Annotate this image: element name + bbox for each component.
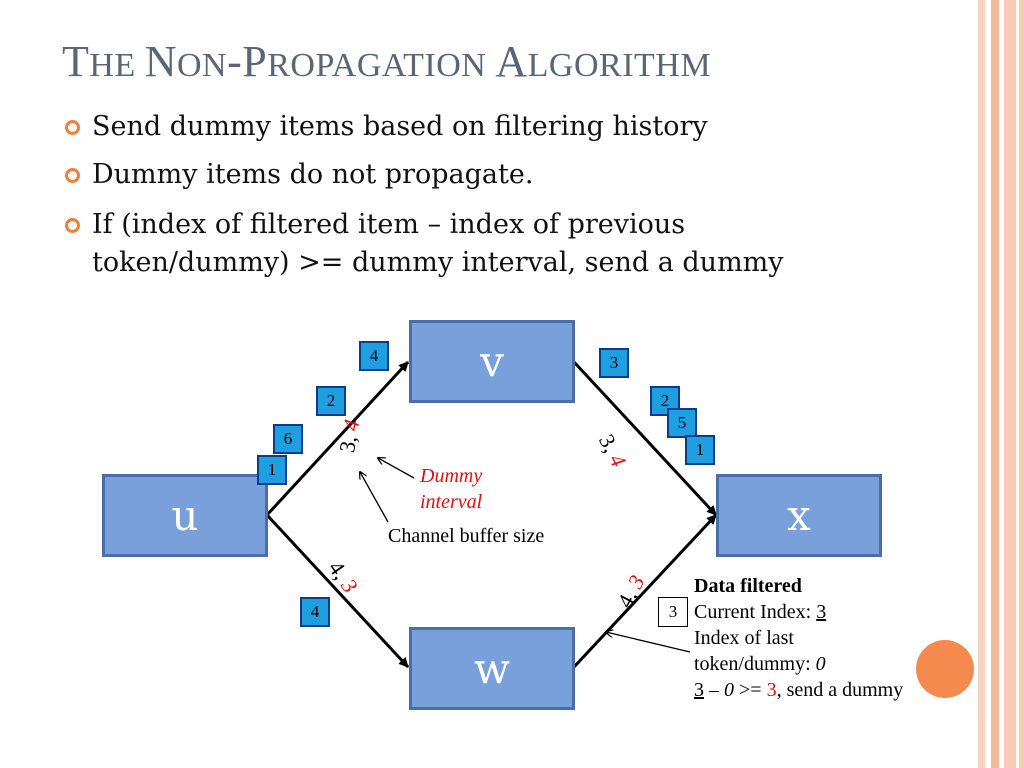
decor-stripe-4 [1016, 0, 1019, 768]
edge-u-v [265, 360, 410, 517]
node-w: w [409, 627, 575, 710]
edge-v-x [572, 360, 718, 517]
token-uv: 1 [257, 455, 287, 485]
token-uw: 4 [300, 597, 330, 627]
channel-buffer-label: Channel buffer size [388, 525, 545, 547]
bullet-circle-icon [65, 168, 80, 183]
edge-w-x [572, 513, 718, 669]
bullet-item: If (index of filtered item – index of pr… [65, 206, 912, 282]
pointer-data-filtered [606, 632, 691, 653]
pointer-channel-buffer [360, 472, 389, 523]
slide-title: THE NON-PROPAGATION ALGORITHM [62, 37, 712, 86]
decor-stripe-2 [991, 0, 999, 768]
edge-u-w [265, 513, 410, 669]
decor-circle [916, 640, 974, 698]
node-v: v [409, 320, 575, 403]
pointer-dummy-interval [378, 458, 415, 479]
token-vx: 3 [599, 348, 629, 378]
token-uv: 6 [273, 424, 303, 454]
token-vx: 5 [667, 408, 697, 438]
data-filtered-note: Data filtered Current Index: 3 Index of … [694, 575, 904, 701]
token-uv: 2 [316, 386, 346, 416]
token-vx: 1 [685, 435, 715, 465]
decor-stripe-1 [978, 0, 985, 768]
decor-stripe-3 [1004, 0, 1024, 768]
bullet-circle-icon [65, 218, 80, 233]
node-u: u [102, 474, 268, 557]
token-filtered: 3 [658, 597, 688, 627]
node-x: x [716, 474, 882, 557]
bullet-circle-icon [65, 120, 80, 135]
bullet-item: Dummy items do not propagate. [65, 156, 912, 194]
note-heading: Data filtered [694, 575, 802, 597]
bullet-item: Send dummy items based on filtering hist… [65, 108, 912, 146]
token-uv: 4 [359, 341, 389, 371]
